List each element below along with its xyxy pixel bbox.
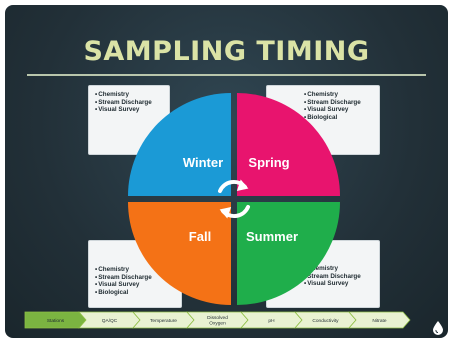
water-drop-icon xyxy=(433,321,443,335)
list-item: Stream Discharge xyxy=(304,273,373,281)
list-item: Chemistry xyxy=(304,265,373,273)
cycle-arrows-icon xyxy=(218,179,250,219)
title-divider xyxy=(27,74,426,76)
winter-quadrant xyxy=(128,93,231,196)
spring-label: Spring xyxy=(248,155,289,170)
list-item: Biological xyxy=(95,289,175,297)
winter-sampling-list: Chemistry Stream Discharge Visual Survey xyxy=(88,85,170,155)
season-wheel: Winter Spring Fall Summer xyxy=(128,93,340,305)
winter-label: Winter xyxy=(183,155,223,170)
list-item: Stream Discharge xyxy=(304,99,373,107)
fall-quadrant xyxy=(128,202,231,305)
summer-label: Summer xyxy=(246,229,298,244)
list-item: Chemistry xyxy=(95,91,163,99)
list-item: Chemistry xyxy=(95,266,175,274)
slide: SAMPLING TIMING Chemistry Stream Dischar… xyxy=(5,5,448,338)
list-item: Stream Discharge xyxy=(95,99,163,107)
list-item: Visual Survey xyxy=(304,106,373,114)
process-step-label: QA/QC xyxy=(102,318,118,324)
process-step-label: Conductivity xyxy=(312,318,339,324)
process-step-label: pH xyxy=(268,318,275,324)
slide-title: SAMPLING TIMING xyxy=(83,36,370,67)
list-item: Biological xyxy=(304,114,373,122)
process-step-label: Stations xyxy=(47,318,65,324)
summer-quadrant xyxy=(237,202,340,305)
process-step-label: Dissolved xyxy=(207,315,228,321)
spring-quadrant xyxy=(237,93,340,196)
process-step-label: Temperature xyxy=(150,318,177,324)
list-item: Visual Survey xyxy=(95,106,163,114)
list-item: Visual Survey xyxy=(304,280,373,288)
list-item: Stream Discharge xyxy=(95,274,175,282)
fall-label: Fall xyxy=(189,229,211,244)
list-item: Chemistry xyxy=(304,91,373,99)
process-step-label: Oxygen xyxy=(209,321,226,327)
process-step-label: Nitrate xyxy=(372,318,386,324)
process-step-chevron[interactable] xyxy=(348,311,411,329)
list-item: Visual Survey xyxy=(95,281,175,289)
